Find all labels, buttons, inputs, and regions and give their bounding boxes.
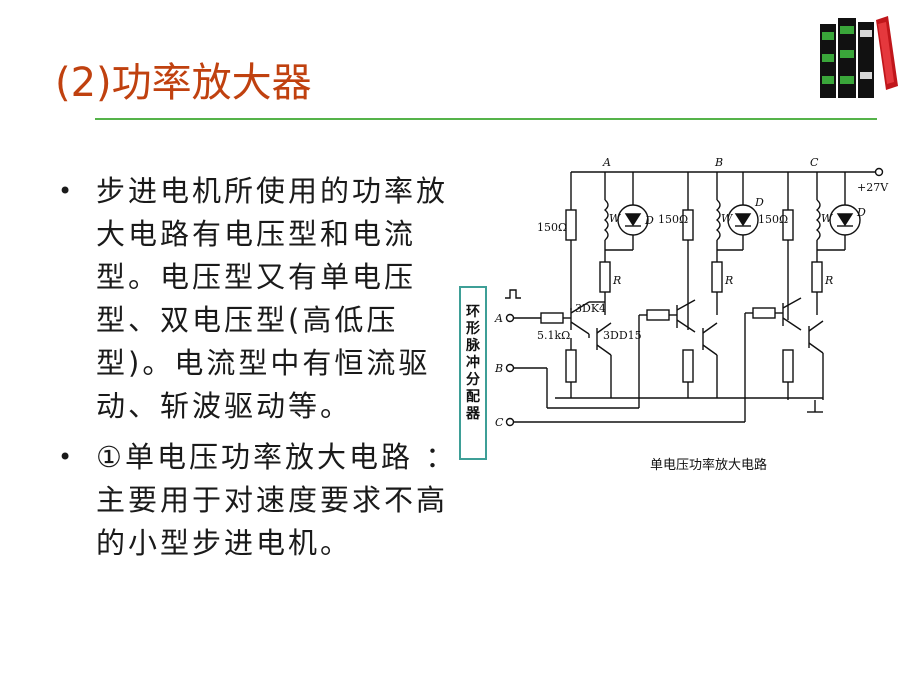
label-supply: +27V [857, 181, 889, 194]
label-diode-b: D [754, 196, 764, 209]
bullet-list: • 步进电机所使用的功率放大电路有电压型和电流型。电压型又有单电压型、双电压型(… [58, 170, 458, 565]
bullet-item: • 步进电机所使用的功率放大电路有电压型和电流型。电压型又有单电压型、双电压型(… [58, 170, 458, 428]
label-res-base-c: 150Ω [758, 213, 788, 226]
label-res-r-c: R [824, 274, 833, 287]
label-res-base-a: 150Ω [537, 221, 567, 234]
pulse-distributor-label: 环形脉冲分配器 [466, 304, 480, 422]
label-diode-c: D [856, 206, 866, 219]
label-phase-a: A [602, 156, 611, 169]
circuit-diagram: A B C +27V 150Ω 150Ω 150Ω W W W D D D R … [494, 156, 889, 429]
bullet-text: ①单电压功率放大电路 ：主要用于对速度要求不高的小型步进电机。 [96, 440, 458, 560]
pulse-distributor-box: 环形脉冲分配器 [459, 286, 487, 460]
label-input-a: A [494, 312, 503, 325]
label-res-base-b: 150Ω [658, 213, 688, 226]
label-transistor-2: 3DD15 [603, 329, 642, 342]
label-coil-a: W [609, 212, 622, 225]
slide-title: (2)功率放大器 [55, 60, 312, 106]
label-input-b: B [494, 362, 503, 375]
books-icon [820, 16, 898, 98]
bullet-marker: • [58, 177, 73, 205]
bullet-text: 步进电机所使用的功率放大电路有电压型和电流型。电压型又有单电压型、双电压型(高低… [96, 174, 449, 423]
label-phase-b: B [714, 156, 723, 169]
label-diode-a: D [644, 214, 654, 227]
label-res-r-a: R [612, 274, 621, 287]
diagram-caption: 单电压功率放大电路 [650, 458, 768, 473]
label-coil-c: W [821, 212, 834, 225]
label-transistor-1: 3DK4 [575, 302, 606, 315]
label-res-input: 5.1kΩ [537, 329, 570, 342]
label-coil-b: W [721, 212, 734, 225]
title-underline [95, 118, 877, 120]
label-res-r-b: R [724, 274, 733, 287]
bullet-marker: • [58, 443, 73, 471]
label-input-c: C [495, 416, 504, 429]
label-phase-c: C [810, 156, 819, 169]
bullet-item: • ①单电压功率放大电路 ：主要用于对速度要求不高的小型步进电机。 [58, 436, 458, 565]
